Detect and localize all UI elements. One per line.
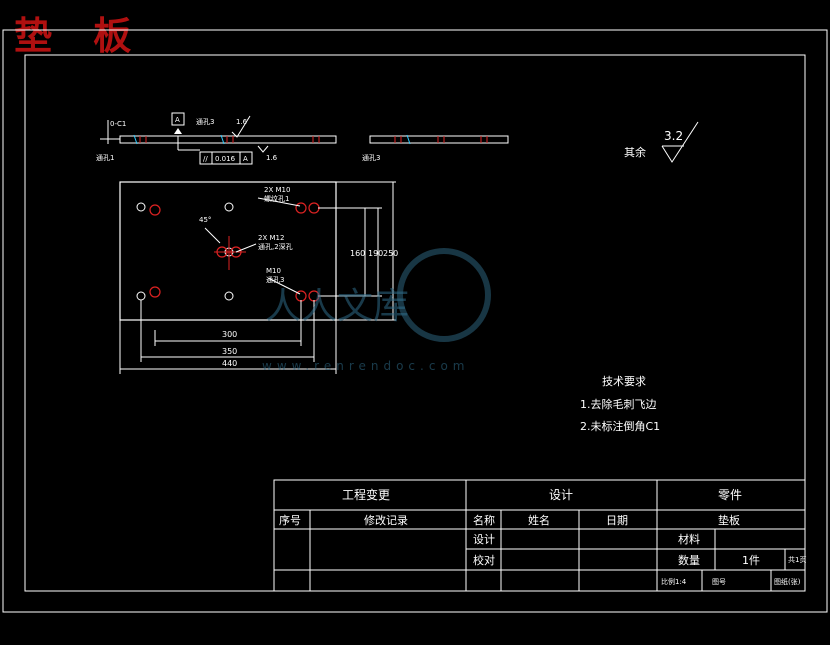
angle-note: 45° xyxy=(199,216,211,224)
note-mid: M10 xyxy=(266,267,281,275)
sheet: 图号 xyxy=(712,578,726,586)
roughness-value: 3.2 xyxy=(664,129,683,143)
col-record: 修改记录 xyxy=(364,513,408,527)
dim-440: 440 xyxy=(222,359,237,368)
col-no: 序号 xyxy=(279,513,301,527)
tech-item-2: 2.未标注倒角C1 xyxy=(580,419,660,433)
col-date: 日期 xyxy=(606,514,628,527)
header-design: 设计 xyxy=(549,488,573,502)
col-person: 姓名 xyxy=(528,513,550,527)
section2-hole-label: 通孔3 xyxy=(362,153,380,162)
section-view-1: 0-C1 通孔1 A 通孔3 // 0.016 A 1.6 1.6 xyxy=(96,112,337,165)
tolerance-value: 0.016 xyxy=(215,155,236,163)
inner-frame xyxy=(24,54,806,592)
unit: 图纸(张) xyxy=(774,577,801,586)
watermark: 人人文库 www.renrendoc.com xyxy=(262,248,491,373)
section-hole-label-a: 通孔1 xyxy=(96,153,114,162)
tech-title: 技术要求 xyxy=(602,375,646,388)
parallel-symbol: // xyxy=(203,155,208,163)
roughness-label: 其余 xyxy=(624,145,646,159)
qty-value: 1件 xyxy=(742,554,760,567)
dim-350: 350 xyxy=(222,347,237,356)
roughness-symbol: 其余 3.2 xyxy=(624,121,699,163)
datum-label: A xyxy=(175,116,180,124)
part-name: 垫板 xyxy=(718,513,740,527)
watermark-text: 人人文库 xyxy=(265,286,409,327)
dim-250: 250 xyxy=(383,249,398,258)
row-design: 设计 xyxy=(473,533,495,546)
outer-frame xyxy=(2,29,828,613)
watermark-url: www.renrendoc.com xyxy=(262,359,469,373)
roughness-top: 1.6 xyxy=(236,118,248,126)
note-top: 2X M10 xyxy=(264,186,290,194)
note-top-2: 螺纹孔1 xyxy=(264,194,289,203)
roughness-bottom: 1.6 xyxy=(266,154,278,162)
tolerance-ref: A xyxy=(243,155,248,163)
tech-item-1: 1.去除毛刺飞边 xyxy=(580,397,657,411)
title-block: 工程变更 设计 零件 序号 修改记录 名称 姓名 日期 垫板 设计 材料 校对 … xyxy=(273,479,806,592)
note-center-2: 通孔,2深孔 xyxy=(258,242,293,251)
row-check: 校对 xyxy=(473,553,495,567)
page-label: 共1页 xyxy=(788,555,806,564)
material-label: 材料 xyxy=(678,532,700,546)
section-hole-label-b: 通孔3 xyxy=(196,117,214,126)
header-change: 工程变更 xyxy=(342,487,390,502)
drawing-title-stamp: 垫 板 xyxy=(14,13,146,58)
chamfer-note: 0-C1 xyxy=(110,120,126,128)
col-name: 名称 xyxy=(473,513,495,527)
section-view-2: 通孔3 xyxy=(362,134,509,162)
dim-190: 190 xyxy=(368,249,383,258)
header-part: 零件 xyxy=(718,488,742,502)
note-center: 2X M12 xyxy=(258,234,284,242)
scale: 比例1:4 xyxy=(661,577,687,586)
dim-300: 300 xyxy=(222,330,237,339)
plan-view: 45° 2X M10 螺纹孔1 2X M12 通孔,2深孔 M10 通孔3 30… xyxy=(119,181,398,374)
dim-160: 160 xyxy=(350,249,365,258)
note-mid-2: 通孔3 xyxy=(266,275,284,284)
tech-requirements: 技术要求 1.去除毛刺飞边 2.未标注倒角C1 xyxy=(580,375,660,433)
qty-label: 数量 xyxy=(678,554,700,567)
